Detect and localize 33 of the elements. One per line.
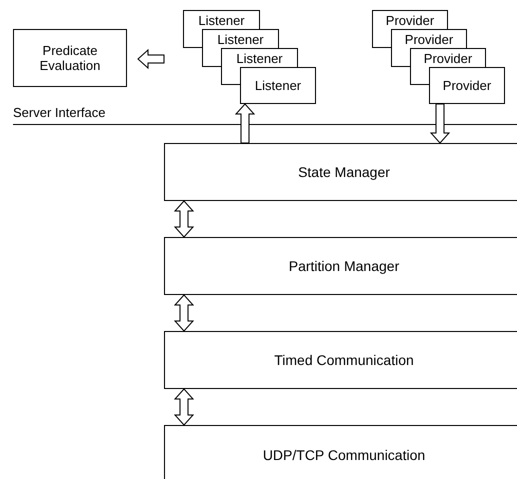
process-box	[429, 67, 505, 104]
process-box	[391, 29, 467, 48]
box-label: Partition Manager	[288, 258, 400, 274]
block-arrow	[234, 103, 256, 144]
box-label: Provider	[386, 13, 434, 28]
process-box	[13, 29, 127, 87]
box-label: Listener	[217, 32, 264, 47]
interface-label: Server Interface	[13, 105, 106, 120]
box-label: Provider	[442, 78, 492, 93]
box-label: Predicate Evaluation	[38, 43, 102, 73]
block-arrow	[174, 294, 194, 332]
box-label: Listener	[254, 78, 302, 93]
process-box	[164, 425, 517, 479]
process-box	[164, 331, 517, 389]
box-label: Provider	[404, 32, 454, 47]
box-label: State Manager	[298, 164, 390, 180]
process-box	[372, 10, 448, 29]
box-label: Listener	[198, 13, 245, 28]
process-box	[183, 10, 260, 29]
block-arrow	[174, 200, 194, 238]
process-box	[164, 237, 517, 295]
process-box	[221, 48, 298, 67]
process-box	[164, 143, 517, 201]
box-label: Provider	[424, 51, 472, 66]
process-box	[410, 48, 486, 67]
block-arrow	[430, 104, 450, 144]
box-label: Timed Communication	[274, 352, 414, 368]
block-arrow	[174, 388, 194, 426]
process-box	[202, 29, 279, 48]
box-label: UDP/TCP Communication	[262, 448, 426, 462]
box-label: Listener	[236, 51, 283, 66]
block-arrow	[137, 48, 164, 70]
process-box	[240, 67, 316, 104]
